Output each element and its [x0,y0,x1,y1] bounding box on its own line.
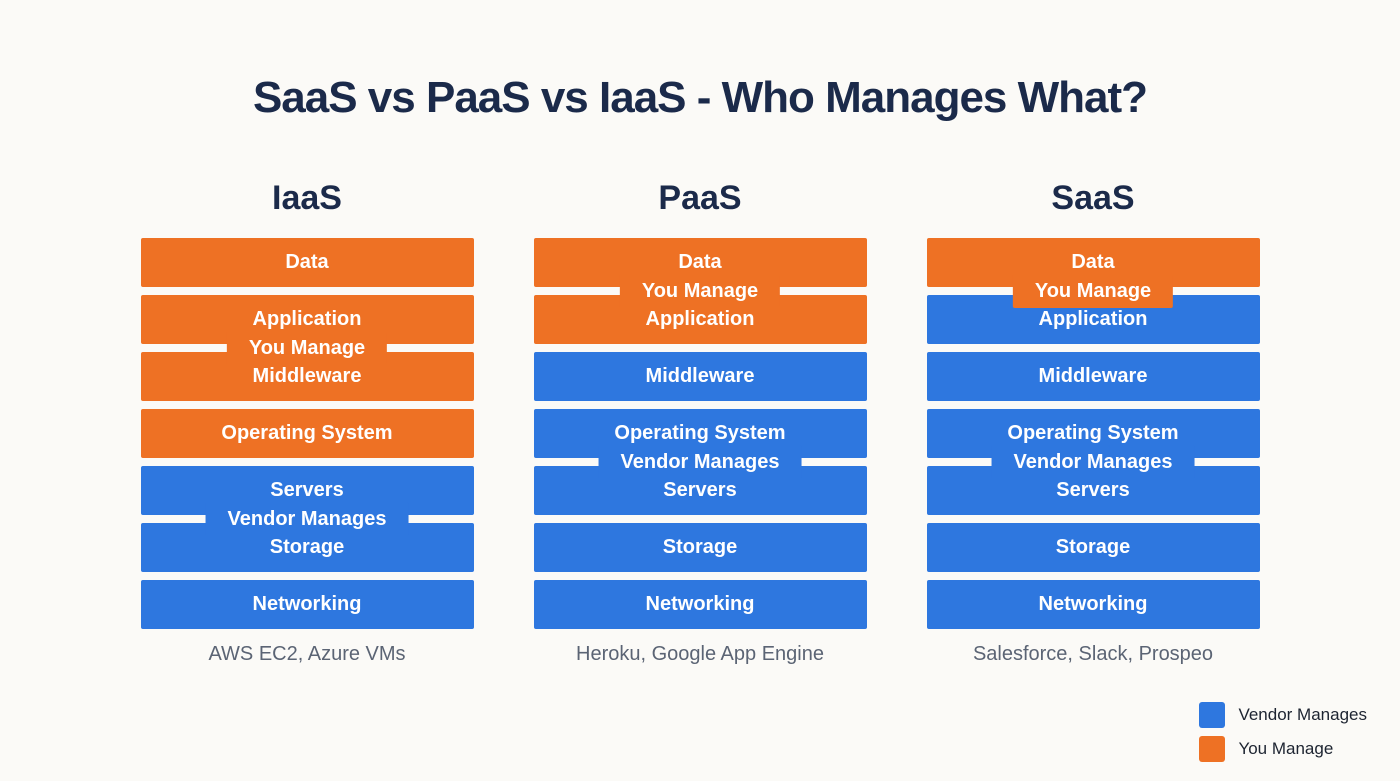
layer-row: Operating System [140,408,474,458]
ownership-bridge-label: Vendor Manages [598,444,802,479]
examples-caption-paas: Heroku, Google App Engine [576,642,824,665]
legend-item-you-manage: You Manage [1199,736,1367,762]
layer-stack-paas: Data Application Middleware Operating Sy… [533,237,867,629]
column-header-saas: SaaS [1051,178,1135,217]
layer-row: Networking [533,579,867,629]
ownership-bridge-label: You Manage [1012,273,1174,308]
column-header-iaas: IaaS [272,178,342,217]
ownership-bridge-label: Vendor Manages [991,444,1195,479]
layer-stack-saas: Data Application Middleware Operating Sy… [926,237,1260,629]
page-title: SaaS vs PaaS vs IaaS - Who Manages What? [252,73,1148,122]
legend: Vendor Manages You Manage [1199,702,1367,762]
layer-row: Operating System [533,408,867,458]
ownership-bridge-label: Vendor Manages [205,501,409,536]
layer-row: Networking [926,579,1260,629]
legend-label: You Manage [1238,739,1334,758]
vendor-manages-swatch-icon [1199,702,1226,728]
service-model-columns: IaaS Data Application Middleware Operati… [0,178,1400,666]
ownership-bridge-label: You Manage [619,273,781,308]
column-paas: PaaS Data Application Middleware Operati… [533,178,867,666]
legend-label: Vendor Manages [1238,705,1367,724]
ownership-bridge-label: You Manage [226,330,388,365]
column-header-paas: PaaS [658,178,742,217]
examples-caption-iaas: AWS EC2, Azure VMs [208,642,406,665]
layer-row: Data [140,237,474,287]
layer-row: Storage [140,522,474,572]
column-iaas: IaaS Data Application Middleware Operati… [140,178,474,666]
you-manage-swatch-icon [1199,736,1226,762]
layer-row: Networking [140,579,474,629]
legend-item-vendor-manages: Vendor Manages [1199,702,1367,728]
column-saas: SaaS Data Application Middleware Operati… [926,178,1260,666]
layer-stack-iaas: Data Application Middleware Operating Sy… [140,237,474,629]
layer-row: Middleware [926,351,1260,401]
examples-caption-saas: Salesforce, Slack, Prospeo [972,642,1214,665]
layer-row: Storage [533,522,867,572]
layer-row: Storage [926,522,1260,572]
layer-row: Middleware [533,351,867,401]
